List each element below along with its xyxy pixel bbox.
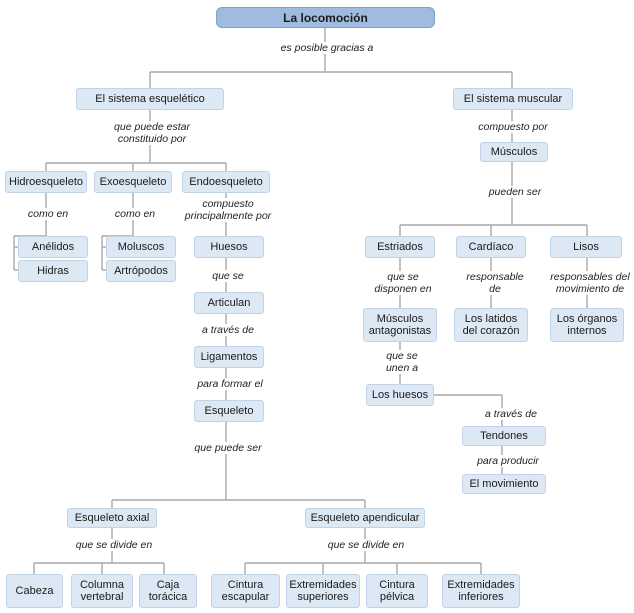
link-que-se-divide-en-apendicular: que se divide en [318,539,414,551]
node-anelidos: Anélidos [18,236,88,258]
node-latidos-corazon: Los latidos del corazón [454,308,528,342]
node-endoesqueleto: Endoesqueleto [182,171,270,193]
node-esqueleto: Esqueleto [194,400,264,422]
link-que-se-disponen-en: que se disponen en [366,271,440,295]
node-ligamentos: Ligamentos [194,346,264,368]
link-es-posible-gracias-a: es posible gracias a [275,42,379,54]
node-los-huesos: Los huesos [366,384,434,406]
node-la-locomocion: La locomoción [216,7,435,28]
link-compuesto-por: compuesto por [468,121,558,133]
link-que-puede-ser: que puede ser [186,442,270,454]
link-para-producir: para producir [466,455,550,467]
node-el-movimiento: El movimiento [462,474,546,494]
node-huesos: Huesos [194,236,264,258]
node-tendones: Tendones [462,426,546,446]
link-como-en-exo: como en [108,208,162,220]
node-moluscos: Moluscos [106,236,176,258]
node-cintura-escapular: Cintura escapular [211,574,280,608]
node-estriados: Estriados [365,236,435,258]
link-como-en-hidro: como en [21,208,75,220]
link-pueden-ser: pueden ser [480,186,550,198]
node-extremidades-inferiores: Extremidades inferiores [442,574,520,608]
link-que-se-unen-a: que se unen a [376,350,428,374]
node-hidras: Hidras [18,260,88,282]
link-que-puede-estar-constituido: que puede estar constituido por [96,121,208,145]
node-sistema-muscular: El sistema muscular [453,88,573,110]
node-cardiaco: Cardíaco [456,236,526,258]
node-cabeza: Cabeza [6,574,63,608]
link-que-se: que se [206,270,250,282]
node-caja-toracica: Caja torácica [139,574,197,608]
node-artropodos: Artrópodos [106,260,176,282]
node-hidroesqueleto: Hidroesqueleto [5,171,87,193]
node-lisos: Lisos [550,236,622,258]
node-extremidades-superiores: Extremidades superiores [286,574,360,608]
link-responsable-de: responsable de [458,271,532,295]
link-compuesto-principalmente: compuesto principalmente por [176,198,280,222]
link-a-traves-de-ligamentos: a través de [191,324,265,336]
link-a-traves-de-tendones: a través de [474,408,548,420]
node-columna-vertebral: Columna vertebral [71,574,133,608]
link-que-se-divide-en-axial: que se divide en [66,539,162,551]
link-para-formar-el: para formar el [186,378,274,390]
node-musculos-antagonistas: Músculos antagonistas [363,308,437,342]
node-organos-internos: Los órganos internos [550,308,624,342]
node-exoesqueleto: Exoesqueleto [94,171,172,193]
node-musculos: Músculos [480,142,548,162]
node-cintura-pelvica: Cintura pélvica [366,574,428,608]
node-esqueleto-axial: Esqueleto axial [67,508,157,528]
node-articulan: Articulan [194,292,264,314]
node-sistema-esqueletico: El sistema esquelético [76,88,224,110]
link-responsables-del-movimiento: responsables del movimiento de [544,271,634,295]
node-esqueleto-apendicular: Esqueleto apendicular [305,508,425,528]
